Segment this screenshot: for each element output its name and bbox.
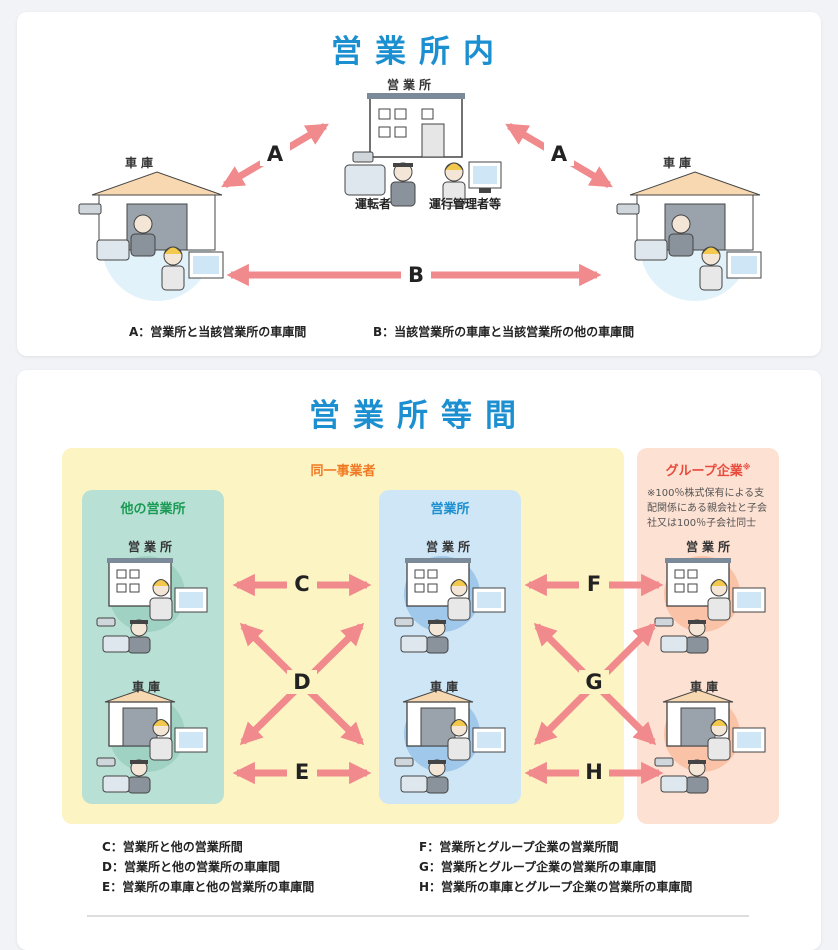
arrow-a-right-letter: A: [544, 142, 574, 166]
office-building-icon-2: [394, 557, 506, 654]
panel1-graphics: [78, 93, 762, 301]
garage-right-label: 車庫: [663, 156, 696, 170]
garage-left-icon: [78, 171, 224, 301]
section-title-between-offices: 営業所等間: [309, 398, 529, 434]
garage-label-2: 車庫: [430, 680, 463, 694]
other-office-building-icon: [96, 557, 208, 654]
group-note-line-2: 配関係にある親会社と子会: [647, 503, 767, 514]
manager-icon: [442, 161, 502, 207]
group-zone-note-mark: ※: [742, 462, 751, 472]
arrow-b-letter: B: [401, 263, 431, 287]
group-garage-label: 車庫: [690, 680, 723, 694]
driver-label: 運転者: [355, 197, 392, 211]
arrow-g-letter: G: [579, 670, 609, 694]
legend-right: F：営業所とグループ企業の営業所間 G：営業所とグループ企業の営業所の車庫間 H…: [419, 837, 692, 897]
group-garage-icon: [654, 689, 766, 794]
legend-e: E：営業所の車庫と他の営業所の車庫間: [102, 880, 315, 894]
group-note-line-3: 社又は100％子会社同士: [647, 518, 757, 529]
same-operator-label: 同一事業者: [310, 464, 376, 479]
arrow-f-letter: F: [579, 572, 609, 596]
arrow-a-left-letter: A: [260, 142, 290, 166]
legend-left: C：営業所と他の営業所間 D：営業所と他の営業所の車庫間 E：営業所の車庫と他の…: [102, 837, 314, 897]
group-zone-title: グループ企業: [665, 464, 743, 479]
other-office-zone-label: 他の営業所: [120, 502, 186, 517]
legend-f: F：営業所とグループ企業の営業所間: [419, 840, 619, 854]
panel-between-offices: 営業所等間 同一事業者 他の営業所 営業所 グループ企業※ ※100％株式保有に…: [17, 370, 821, 950]
caption-a: A：営業所と当該営業所の車庫間: [129, 325, 307, 339]
other-garage-icon: [96, 689, 208, 794]
garage-icon-2: [394, 689, 506, 794]
manager-label: 運行管理者等: [429, 197, 502, 211]
other-office-label: 営業所: [128, 540, 177, 554]
legend-g: G：営業所とグループ企業の営業所の車庫間: [419, 860, 657, 874]
legend-h: H：営業所の車庫とグループ企業の営業所の車庫間: [419, 880, 693, 894]
group-note-line-1: ※100％株式保有による支: [647, 488, 765, 499]
panel-within-office: 営業所内: [17, 12, 821, 356]
arrow-e-letter: E: [287, 760, 317, 784]
office-zone-label: 営業所: [430, 502, 470, 517]
group-office-label: 営業所: [686, 540, 735, 554]
garage-right-icon: [616, 171, 762, 301]
office-label-2: 営業所: [426, 540, 475, 554]
legend-c: C：営業所と他の営業所間: [102, 840, 243, 854]
group-note: ※100％株式保有による支 配関係にある親会社と子会 社又は100％子会社同士: [647, 486, 767, 531]
driver-icon: [344, 151, 416, 207]
arrow-h-letter: H: [579, 760, 609, 784]
garage-left-label: 車庫: [125, 156, 158, 170]
arrow-d-letter: D: [287, 670, 317, 694]
section-title-within-office: 営業所内: [331, 34, 507, 70]
legend-d: D：営業所と他の営業所の車庫間: [102, 860, 280, 874]
caption-b: B：当該営業所の車庫と当該営業所の他の車庫間: [373, 325, 635, 339]
group-office-building-icon: [654, 557, 766, 654]
office-building-icon: [367, 93, 465, 158]
group-zone-label: グループ企業※: [637, 460, 779, 479]
office-label: 営業所: [387, 78, 436, 92]
other-garage-label: 車庫: [132, 680, 165, 694]
arrow-c-letter: C: [287, 572, 317, 596]
